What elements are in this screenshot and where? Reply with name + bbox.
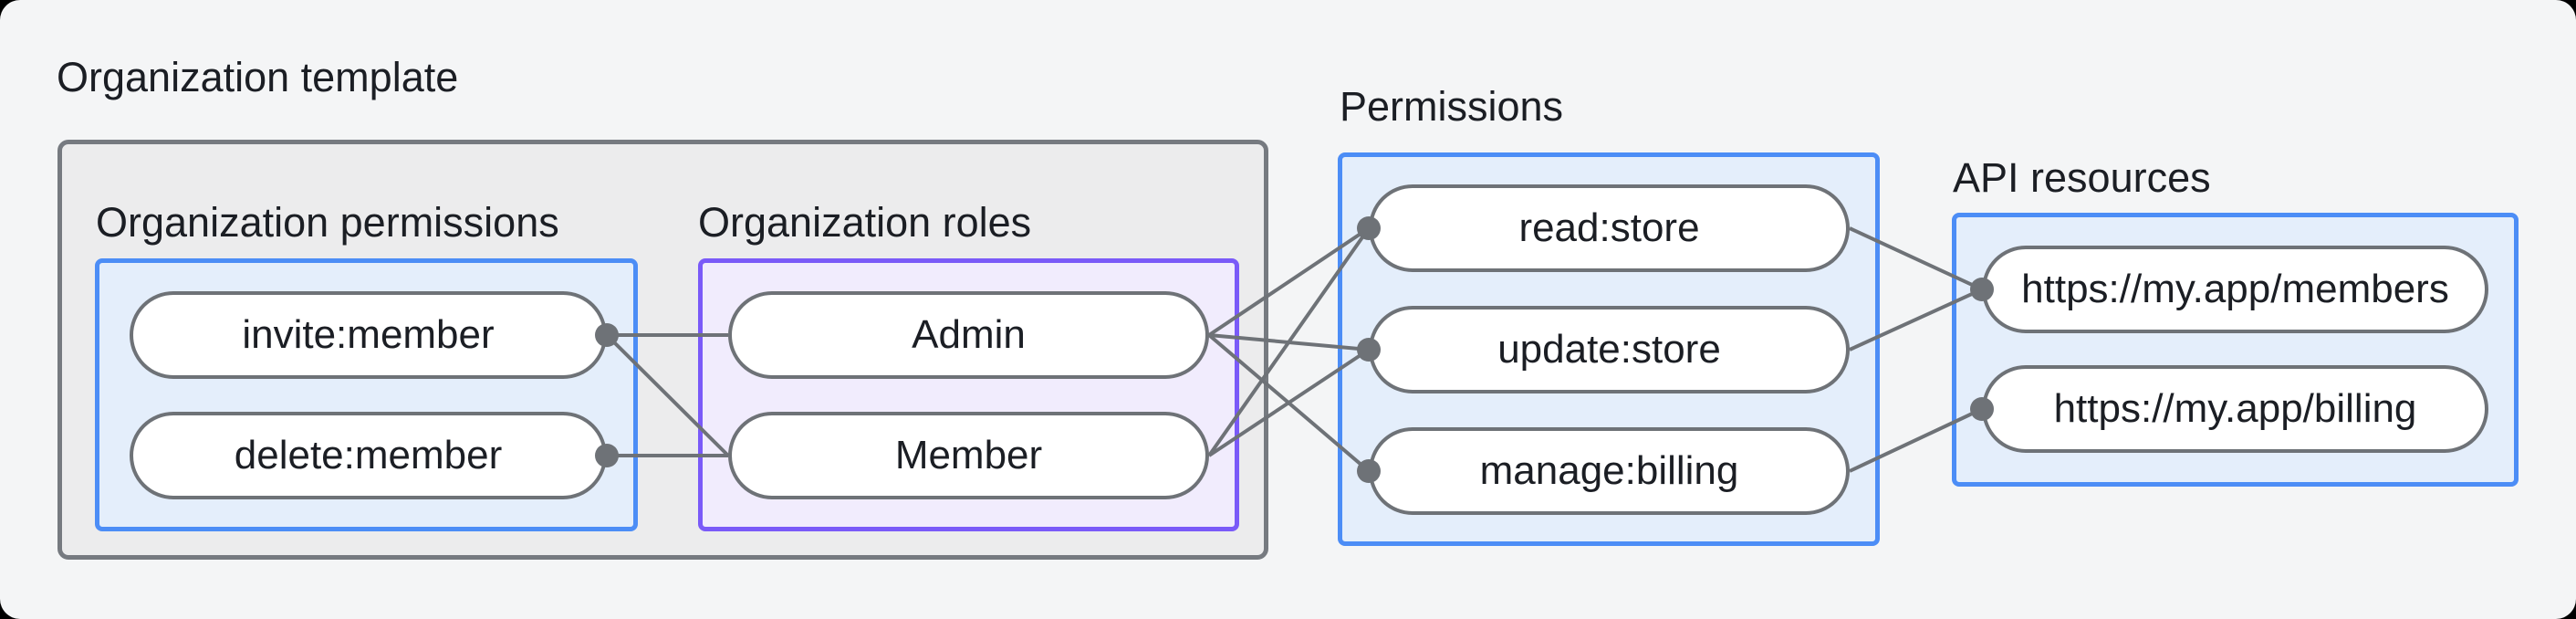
pill-invite-member: invite:member xyxy=(130,291,607,379)
pill-invite-member-label: invite:member xyxy=(242,312,495,357)
organization-template-label: Organization template xyxy=(57,54,459,100)
pill-update-store-label: update:store xyxy=(1497,327,1721,372)
pill-api-billing-label: https://my.app/billing xyxy=(2053,386,2417,431)
organization-roles-box: Admin Member xyxy=(698,258,1239,531)
pill-read-store-label: read:store xyxy=(1518,205,1700,250)
permissions-box: read:store update:store manage:billing xyxy=(1338,152,1880,546)
pill-delete-member: delete:member xyxy=(130,412,607,499)
pill-manage-billing-label: manage:billing xyxy=(1479,448,1739,493)
api-resources-box: https://my.app/members https://my.app/bi… xyxy=(1952,213,2519,487)
pill-update-store: update:store xyxy=(1369,306,1850,393)
pill-api-billing: https://my.app/billing xyxy=(1982,365,2488,453)
organization-roles-label: Organization roles xyxy=(698,199,1032,246)
organization-template-container: Organization permissions Organization ro… xyxy=(57,140,1268,560)
organization-permissions-box: invite:member delete:member xyxy=(95,258,638,531)
pill-manage-billing: manage:billing xyxy=(1369,427,1850,515)
pill-read-store: read:store xyxy=(1369,184,1850,272)
pill-member-label: Member xyxy=(894,433,1043,477)
pill-api-members-label: https://my.app/members xyxy=(2021,267,2449,311)
pill-admin-label: Admin xyxy=(912,312,1026,357)
pill-member: Member xyxy=(728,412,1209,499)
organization-permissions-label: Organization permissions xyxy=(96,199,559,246)
pill-admin: Admin xyxy=(728,291,1209,379)
api-resources-label: API resources xyxy=(1953,154,2211,201)
permissions-label: Permissions xyxy=(1340,83,1564,130)
pill-delete-member-label: delete:member xyxy=(234,433,503,477)
pill-api-members: https://my.app/members xyxy=(1982,246,2488,333)
